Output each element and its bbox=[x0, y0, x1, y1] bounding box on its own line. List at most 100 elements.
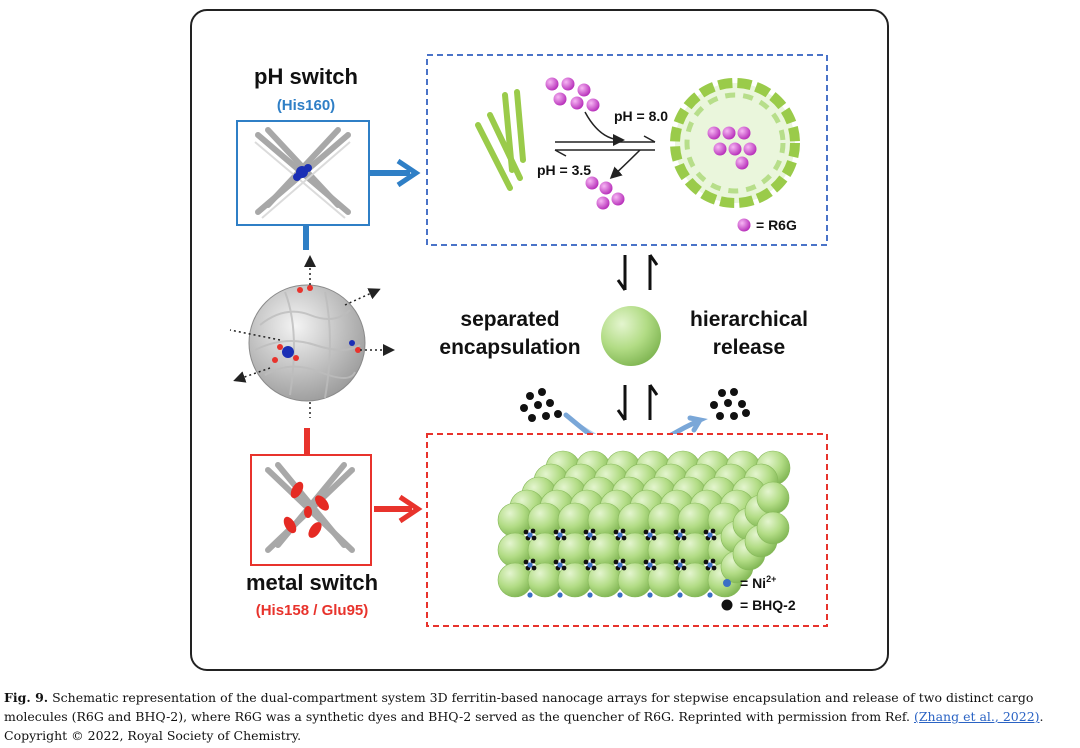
bhq-molecule bbox=[523, 559, 529, 565]
ni-ion bbox=[587, 532, 593, 538]
bhq-molecule bbox=[651, 565, 657, 571]
bhq-molecule bbox=[673, 559, 679, 565]
ni-ion bbox=[527, 592, 533, 598]
ni-ion bbox=[707, 562, 713, 568]
bhq-molecule bbox=[613, 529, 619, 535]
r6g-legend-label: = R6G bbox=[756, 217, 797, 233]
separated-label-line1: separated bbox=[460, 308, 559, 331]
bhq-molecule bbox=[530, 558, 536, 564]
bhq-molecule bbox=[651, 535, 657, 541]
bhq-cluster-right bbox=[710, 388, 750, 420]
ni-ion bbox=[647, 532, 653, 538]
release-label-line2: release bbox=[713, 336, 785, 359]
red-arrow bbox=[374, 494, 423, 524]
ni-ion bbox=[587, 592, 593, 598]
bhq-molecule bbox=[681, 535, 687, 541]
metal-switch-protein-image bbox=[250, 454, 372, 566]
bhq-cluster-left bbox=[520, 388, 562, 422]
ph-encapsulation-panel: pH = 8.0 pH = 3.5 = R6G bbox=[426, 54, 828, 246]
reference-link[interactable]: (Zhang et al., 2022) bbox=[913, 709, 1040, 724]
schematic-figure: pH switch (His160) bbox=[190, 9, 889, 671]
bhq-molecule bbox=[561, 565, 567, 571]
bhq-molecule bbox=[711, 565, 717, 571]
bhq-molecule bbox=[560, 558, 566, 564]
bhq-legend-label: = BHQ-2 bbox=[740, 597, 796, 613]
bhq-molecule bbox=[703, 529, 709, 535]
ph-switch-residue: (His160) bbox=[277, 97, 335, 114]
ni-ion bbox=[557, 562, 563, 568]
bhq-molecule bbox=[591, 565, 597, 571]
bhq-molecule bbox=[621, 535, 627, 541]
bhq-molecule bbox=[680, 558, 686, 564]
ph-high-label: pH = 8.0 bbox=[614, 108, 668, 124]
bhq-molecule bbox=[621, 565, 627, 571]
figure-caption: Fig. 9. Schematic representation of the … bbox=[4, 688, 1076, 745]
release-label-line1: hierarchical bbox=[690, 308, 808, 331]
ni-ion bbox=[677, 592, 683, 598]
bhq-molecule bbox=[650, 558, 656, 564]
bhq-molecule bbox=[673, 529, 679, 535]
ph-switch-protein-image bbox=[236, 120, 370, 226]
bhq-molecule bbox=[583, 529, 589, 535]
bhq-molecule bbox=[620, 528, 626, 534]
bhq-molecule bbox=[523, 529, 529, 535]
ni-ion bbox=[617, 532, 623, 538]
separated-label-line2: encapsulation bbox=[439, 336, 580, 359]
ni-ion bbox=[677, 562, 683, 568]
bhq-molecule bbox=[680, 528, 686, 534]
ni-ion bbox=[557, 592, 563, 598]
bhq-molecule bbox=[553, 529, 559, 535]
bhq-molecule bbox=[681, 565, 687, 571]
ni-ion bbox=[617, 592, 623, 598]
bhq-molecule bbox=[560, 528, 566, 534]
ni-ion bbox=[527, 532, 533, 538]
bhq-molecule bbox=[613, 559, 619, 565]
bhq-molecule bbox=[530, 528, 536, 534]
blue-arrow bbox=[369, 158, 421, 188]
bhq-molecule bbox=[650, 528, 656, 534]
bhq-molecule bbox=[553, 559, 559, 565]
ph-switch-title: pH switch bbox=[254, 64, 358, 89]
ni-ion bbox=[587, 562, 593, 568]
bhq-molecule bbox=[590, 558, 596, 564]
nanocage-sphere bbox=[756, 481, 790, 515]
caption-text: Schematic representation of the dual-com… bbox=[4, 690, 1034, 724]
ni-ion bbox=[527, 562, 533, 568]
bhq-molecule bbox=[710, 528, 716, 534]
ferritin-sphere bbox=[601, 306, 661, 366]
caption-label: Fig. 9. bbox=[4, 690, 49, 705]
metal-switch-residue: (His158 / Glu95) bbox=[256, 602, 369, 619]
metal-array-panel: = Ni2+ = BHQ-2 bbox=[426, 433, 828, 627]
ferritin-cage-image bbox=[229, 255, 395, 418]
ni-ion bbox=[707, 592, 713, 598]
bhq-molecule bbox=[711, 535, 717, 541]
lower-equilibrium-arrows bbox=[616, 384, 659, 421]
bhq-molecule bbox=[591, 535, 597, 541]
bhq-molecule bbox=[703, 559, 709, 565]
bhq-molecule bbox=[531, 565, 537, 571]
ph-low-label: pH = 3.5 bbox=[537, 162, 591, 178]
nanocage-sphere bbox=[756, 511, 790, 545]
upper-equilibrium-arrows bbox=[616, 254, 659, 291]
bhq-molecule bbox=[710, 558, 716, 564]
ni-ion bbox=[677, 532, 683, 538]
caption-copyright: Copyright © 2022, Royal Society of Chemi… bbox=[4, 728, 302, 743]
ni-ion bbox=[707, 532, 713, 538]
ni-ion bbox=[557, 532, 563, 538]
caption-end: . bbox=[1039, 709, 1044, 724]
r6g-legend-dot bbox=[737, 218, 751, 232]
bhq-molecule bbox=[531, 535, 537, 541]
bhq-molecule bbox=[561, 535, 567, 541]
ni-ion bbox=[617, 562, 623, 568]
bhq-molecule bbox=[643, 559, 649, 565]
ni-ion bbox=[647, 592, 653, 598]
bhq-molecule bbox=[620, 558, 626, 564]
bhq-molecule bbox=[590, 528, 596, 534]
bhq-legend-dot bbox=[721, 599, 733, 611]
ni-legend-label: = Ni2+ bbox=[740, 574, 776, 591]
bhq-molecule bbox=[643, 529, 649, 535]
nanocage-array bbox=[497, 450, 791, 598]
bhq-molecule bbox=[583, 559, 589, 565]
metal-switch-title: metal switch bbox=[246, 570, 378, 595]
ni-legend-dot bbox=[723, 579, 731, 587]
